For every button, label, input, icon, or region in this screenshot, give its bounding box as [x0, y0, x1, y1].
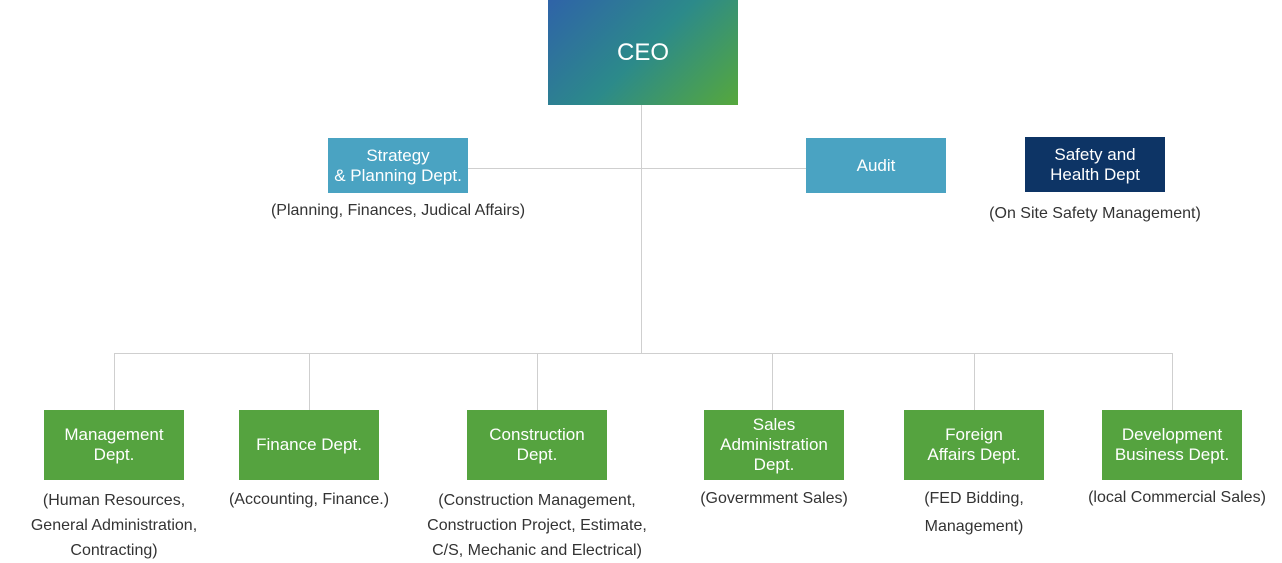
department-box-management: Management Dept.	[44, 410, 184, 480]
connector-departments-horizontal	[114, 353, 1173, 354]
connector-ceo-trunk	[641, 105, 642, 353]
connector-staff-horizontal	[468, 168, 806, 169]
connector-dept-5	[974, 353, 975, 410]
department-description-development-business: (local Commercial Sales)	[1088, 489, 1266, 506]
connector-dept-6	[1172, 353, 1173, 410]
strategy-planning-box: Strategy & Planning Dept.	[328, 138, 468, 193]
department-description-management: (Human Resources, General Administration…	[30, 492, 198, 559]
department-description-foreign-affairs: (FED Bidding, Management)	[924, 490, 1024, 535]
department-box-foreign-affairs: Foreign Affairs Dept.	[904, 410, 1044, 480]
ceo-box: CEO	[548, 0, 738, 105]
department-description-sales-administration: (Govermment Sales)	[700, 490, 848, 507]
audit-box: Audit	[806, 138, 946, 193]
department-description-construction: (Construction Management, Construction P…	[427, 492, 647, 559]
strategy-planning-description: (Planning, Finances, Judical Affairs)	[270, 202, 526, 219]
safety-health-box: Safety and Health Dept	[1025, 137, 1165, 192]
connector-dept-1	[114, 353, 115, 410]
connector-dept-2	[309, 353, 310, 410]
department-box-construction: Construction Dept.	[467, 410, 607, 480]
department-box-development-business: Development Business Dept.	[1102, 410, 1242, 480]
department-box-sales-administration: Sales Administration Dept.	[704, 410, 844, 480]
connector-dept-4	[772, 353, 773, 410]
connector-dept-3	[537, 353, 538, 410]
department-box-finance: Finance Dept.	[239, 410, 379, 480]
safety-health-description: (On Site Safety Management)	[989, 205, 1201, 222]
department-description-finance: (Accounting, Finance.)	[228, 491, 390, 508]
